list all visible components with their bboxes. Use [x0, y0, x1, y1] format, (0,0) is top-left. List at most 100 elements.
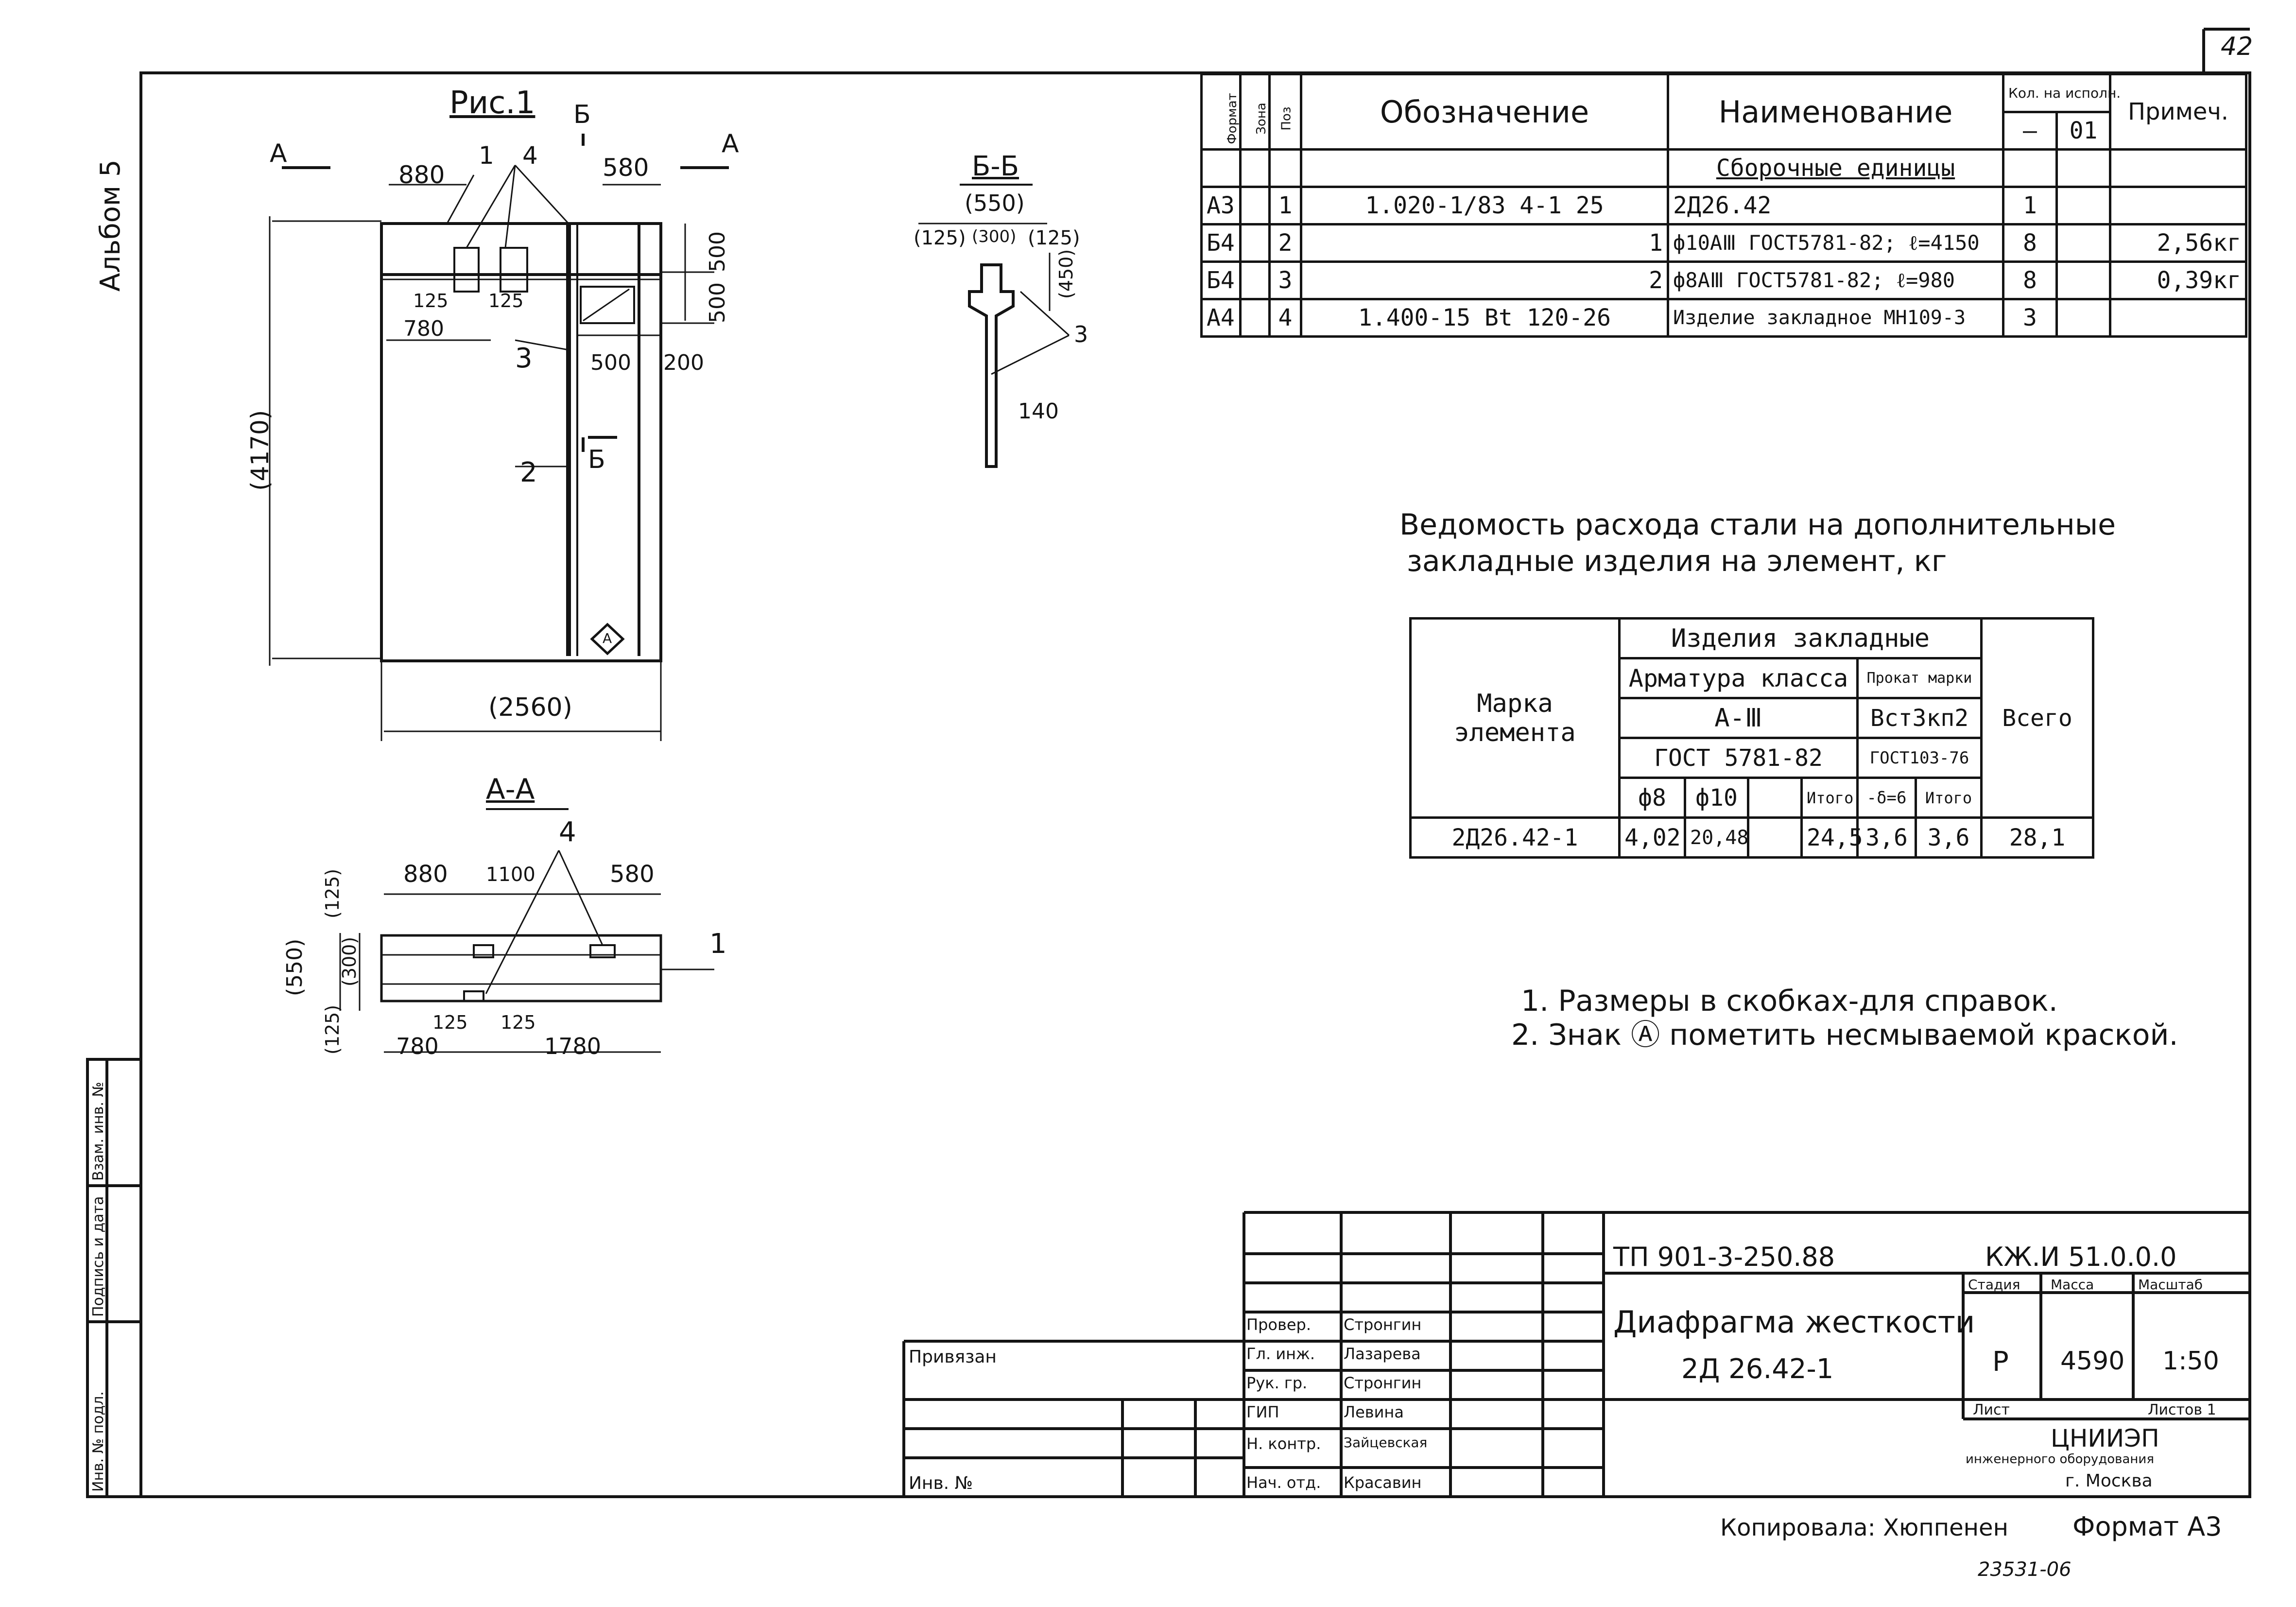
format-label: Формат А3 [2072, 1511, 2222, 1542]
tb-sheet-label: Лист [1973, 1401, 2010, 1418]
table-row: А4 4 1.400-15 Вt 120-26 Изделие закладно… [1200, 298, 2247, 338]
label-pos-2: 2 [520, 457, 537, 488]
dim-880: 880 [398, 161, 445, 189]
tb-role-2: Гл. инж. [1246, 1345, 1315, 1363]
dim-125-a: 125 [413, 290, 449, 311]
steel-table: Марка элемента Изделия закладные Всего А… [1409, 617, 2094, 859]
steel-header-rebar-class: Арматура класса [1618, 657, 1859, 699]
tb-org-2: инженерного оборудования [1966, 1452, 2154, 1467]
left-strip-frame [86, 1058, 142, 1498]
tb-scale-label: Масштаб [2138, 1277, 2203, 1293]
steel-col-subtotal-2: Итого [1915, 777, 1983, 819]
spec-header-format: Формат [1200, 73, 1242, 151]
tb-name-3: Стронгин [1344, 1374, 1422, 1392]
dim-125-b: 125 [488, 290, 524, 311]
tb-name-5: Зайцевская [1344, 1434, 1428, 1451]
dim-4170: (4170) [246, 410, 274, 491]
dim-500-vertical-bottom: 500 [705, 282, 730, 323]
bb-dim-550: (550) [965, 190, 1025, 216]
steel-col-f8: ф8 [1618, 777, 1686, 819]
view-a-marker-right: А [722, 129, 739, 158]
tb-role-1: Провер. [1246, 1315, 1311, 1334]
view-b-marker-mid: Б [588, 445, 605, 474]
steel-title-line2: закладные изделия на элемент, кг [1407, 544, 1947, 578]
tb-title-line2: 2Д 26.42-1 [1681, 1353, 1834, 1385]
tb-name-4: Левина [1344, 1403, 1404, 1421]
dim-580: 580 [603, 154, 649, 182]
aa-dim-1780: 1780 [544, 1033, 602, 1059]
tb-role-5: Н. контр. [1246, 1434, 1321, 1453]
aa-label-pos-4: 4 [559, 816, 576, 848]
spec-header-name: Наименование [1667, 73, 2004, 151]
note-1: 1. Размеры в скобках-для справок. [1521, 984, 2058, 1018]
aa-dim-125-c: 125 [501, 1012, 536, 1033]
stamp-number: 23531-06 [1978, 1558, 2072, 1581]
spec-header-note: Примеч. [2109, 73, 2247, 151]
aa-dim-300: (300) [339, 936, 360, 986]
aa-dim-125-bottom: (125) [322, 1004, 343, 1054]
strip-inv-no: Инв. № подл. [90, 1391, 107, 1492]
spec-header-zone: Зона [1239, 73, 1271, 151]
steel-col-subtotal-1: Итого [1800, 777, 1859, 819]
spec-header-qty-dash: – [2002, 110, 2058, 151]
aa-label-pos-1: 1 [709, 928, 727, 960]
tb-role-4: ГИП [1246, 1403, 1279, 1421]
table-row: Б4 2 1 ф10АⅢ ГОСТ5781-82; ℓ=4150 8 2,56к… [1200, 223, 2247, 263]
aa-dim-1100: 1100 [486, 864, 535, 886]
specification-table: Формат Зона Поз Обозначение Наименование… [1200, 73, 2247, 338]
view-b-marker-top: Б [573, 100, 591, 129]
strip-signature-date: Подпись и дата [90, 1196, 107, 1317]
dim-2560: (2560) [488, 693, 572, 722]
section-bb [918, 184, 1070, 468]
table-row: 2Д26.42-1 4,02 20,48 24,5 3,6 3,6 28,1 [1409, 816, 2094, 859]
aa-dim-580: 580 [610, 861, 655, 888]
tb-org-1: ЦНИИЭП [2051, 1424, 2159, 1452]
tb-scale: 1:50 [2162, 1347, 2219, 1376]
spec-header-qty-01: 01 [2055, 110, 2111, 151]
spec-header-pos: Поз [1268, 73, 1302, 151]
steel-header-mark: Марка элемента [1409, 617, 1621, 819]
title-block-lines [902, 1211, 2250, 1497]
label-pos-3: 3 [515, 343, 533, 374]
aa-dim-125-a: 125 [432, 1012, 468, 1033]
aa-dim-880: 880 [403, 861, 448, 888]
copied-by: Копировала: Хюппенен [1720, 1514, 2008, 1541]
dim-200: 200 [663, 350, 704, 375]
tb-name-1: Стронгин [1344, 1315, 1422, 1334]
figure-title: Рис.1 [449, 85, 535, 121]
tb-mass-label: Масса [2051, 1277, 2094, 1293]
bb-dim-300: (300) [972, 227, 1017, 246]
aa-dim-550: (550) [282, 938, 307, 996]
panel-outline [380, 222, 662, 662]
note-2: 2. Знак Ⓐ пометить несмываемой краской. [1511, 1018, 2178, 1052]
tb-org-3: г. Москва [2065, 1471, 2153, 1491]
aa-dim-125-top: (125) [322, 868, 343, 918]
label-pos-4: 4 [522, 141, 538, 170]
bb-dim-140: 140 [1018, 399, 1059, 424]
spec-header-designation: Обозначение [1300, 73, 1669, 151]
steel-header-gost-rebar: ГОСТ 5781-82 [1618, 737, 1859, 779]
dim-500-vertical-top: 500 [705, 231, 730, 272]
steel-col-f10: ф10 [1684, 777, 1749, 819]
aa-dim-780: 780 [396, 1033, 439, 1059]
tb-project: ТП 901-3-250.88 [1613, 1242, 1835, 1272]
album-label: Альбом 5 [95, 159, 126, 292]
tb-role-6: Нач. отд. [1246, 1473, 1321, 1492]
mark-a-diamond: А [603, 630, 612, 646]
table-row: Б4 3 2 ф8АⅢ ГОСТ5781-82; ℓ=980 8 0,39кг [1200, 260, 2247, 300]
tb-inv: Инв. № [909, 1473, 973, 1493]
tb-name-6: Красавин [1344, 1473, 1422, 1492]
section-aa [339, 808, 714, 1053]
steel-header-gost-rolled: ГОСТ103-76 [1856, 737, 1983, 779]
dim-500-horizontal: 500 [590, 350, 631, 375]
sheet-number: 42 [2221, 32, 2253, 61]
tb-sheets-label: Листов 1 [2148, 1401, 2216, 1418]
bb-dim-125-right: (125) [1028, 227, 1080, 249]
steel-header-products: Изделия закладные [1618, 617, 1983, 659]
bb-dim-125-left: (125) [914, 227, 966, 249]
sheet-number-box [2202, 28, 2250, 73]
steel-header-total: Всего [1980, 617, 2094, 819]
tb-code: КЖ.И 51.0.0.0 [1985, 1242, 2177, 1272]
view-a-marker-left: А [270, 139, 287, 168]
